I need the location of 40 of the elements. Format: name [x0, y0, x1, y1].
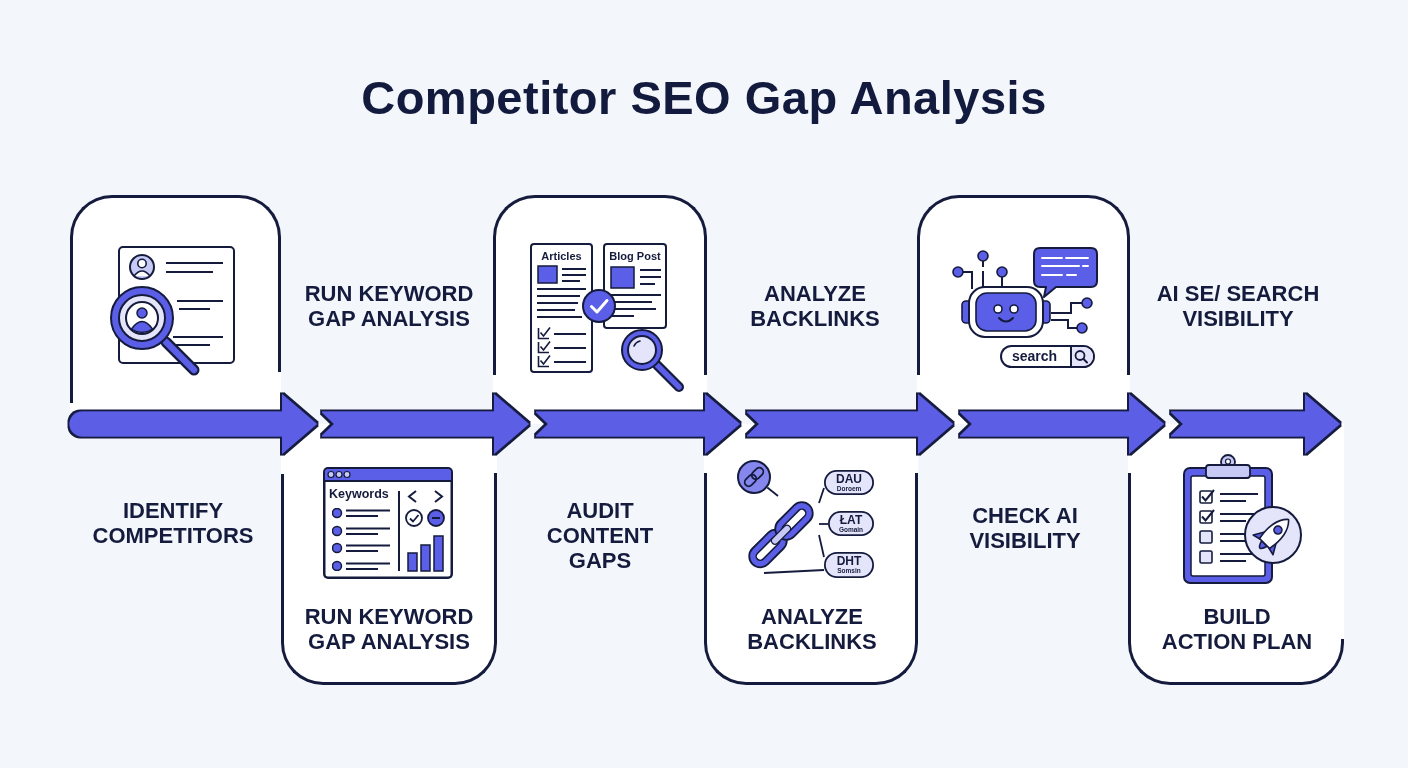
- step-panel: [917, 195, 1130, 424]
- step-label: IDENTIFY COMPETITORS: [91, 498, 255, 548]
- diagram-title: Competitor SEO Gap Analysis: [361, 70, 1047, 126]
- connector-line: [818, 487, 825, 504]
- step-label: ANALYZE BACKLINKS: [749, 281, 881, 331]
- connector-line: [763, 569, 825, 574]
- step-panel: [281, 424, 497, 685]
- step-label: BUILD ACTION PLAN: [1160, 604, 1314, 654]
- step-label: RUN KEYWORD GAP ANALYSIS: [303, 604, 475, 654]
- step-label: ANALYZE BACKLINKS: [746, 604, 878, 654]
- connector-line: [818, 523, 829, 525]
- tag-title: DAU: [836, 472, 862, 485]
- document-heading: Articles: [540, 250, 583, 263]
- domain-tag: [824, 470, 874, 495]
- domain-tag: [824, 552, 874, 578]
- column-heading: Keywords: [329, 487, 389, 502]
- browser-window: [323, 467, 453, 579]
- process-arrow: [69, 394, 317, 454]
- document-card: [603, 243, 667, 329]
- process-arrow: [1171, 394, 1340, 454]
- search-field: search: [1000, 345, 1095, 368]
- step-panel: [1128, 424, 1344, 685]
- step-label: CHECK AI VISIBILITY: [968, 503, 1082, 553]
- step-panel: [493, 195, 707, 424]
- process-arrow: [536, 394, 740, 454]
- connector-line: [766, 486, 779, 497]
- process-arrow: [747, 394, 953, 454]
- process-arrow: [960, 394, 1164, 454]
- step-label: RUN KEYWORD GAP ANALYSIS: [303, 281, 475, 331]
- tag-title: DHT: [836, 555, 862, 567]
- step-label: AUDIT CONTENT GAPS: [545, 498, 655, 573]
- connector-line: [818, 534, 825, 558]
- document-card: [530, 243, 593, 373]
- step-label: AI SE/ SEARCH VISIBILITY: [1155, 281, 1321, 331]
- document-heading: Blog Post: [608, 250, 662, 263]
- process-arrow: [322, 394, 529, 454]
- step-panel: [704, 424, 918, 685]
- domain-tag: [828, 511, 874, 536]
- tag-title: ŁAT: [839, 513, 863, 526]
- link-icon: [737, 460, 771, 494]
